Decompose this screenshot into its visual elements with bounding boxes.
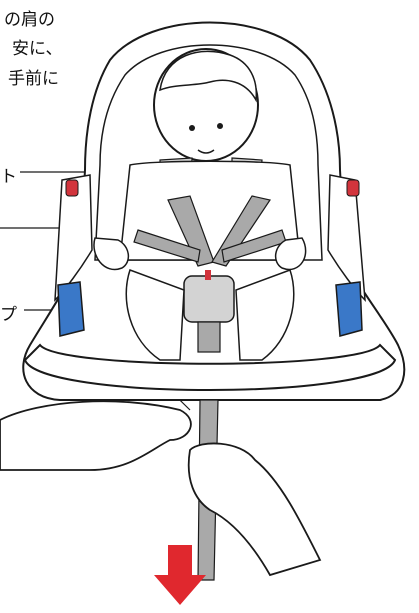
- crotch-strap: [198, 322, 220, 352]
- harness-buckle: [184, 276, 234, 322]
- left-blue-release: [58, 282, 84, 336]
- child-left-eye: [189, 125, 195, 131]
- right-red-tab: [347, 180, 359, 196]
- adult-left-hand: [0, 401, 191, 470]
- buckle-red-mark: [205, 270, 211, 280]
- child-right-eye: [217, 123, 223, 129]
- left-red-tab: [66, 180, 78, 196]
- right-blue-release: [336, 282, 362, 336]
